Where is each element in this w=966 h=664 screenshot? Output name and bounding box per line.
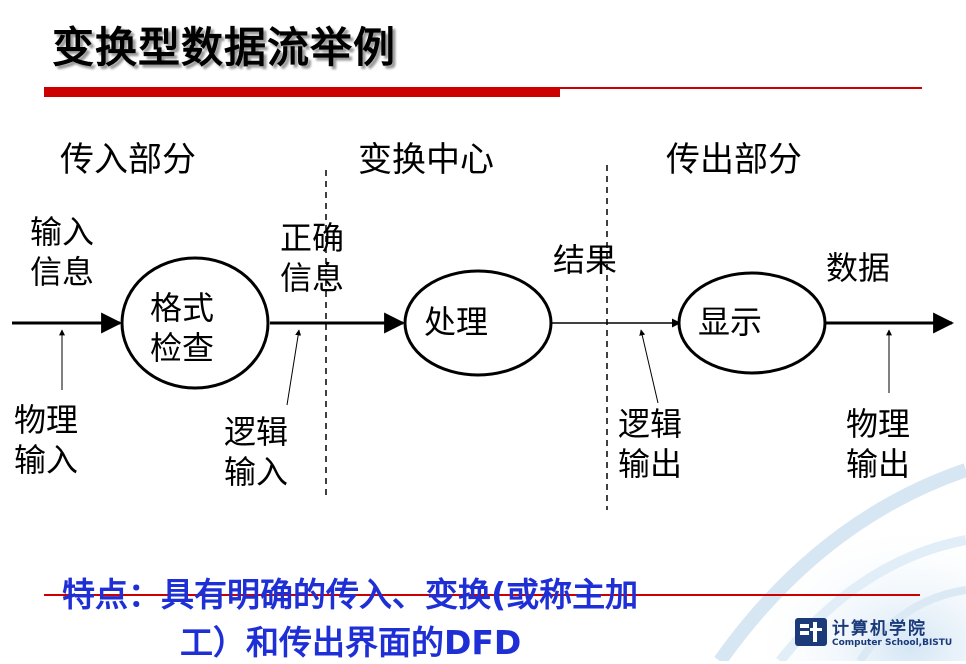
school-logo-icon <box>795 618 827 646</box>
section-transform-center: 变换中心 <box>358 140 494 180</box>
process-transform <box>403 269 553 377</box>
section-incoming: 传入部分 <box>60 140 196 180</box>
title-underline-thin <box>560 87 922 89</box>
label-data: 数据 <box>826 249 891 287</box>
process-format-check <box>120 256 270 390</box>
node-display-label: 显示 <box>698 303 763 341</box>
label-physical-output: 物理 输出 <box>846 405 911 483</box>
pointer-logical-output <box>639 329 659 404</box>
node-format-check-label: 格式 检查 <box>150 289 215 367</box>
note-line-2: 工）和传出界面的DFD <box>180 623 522 662</box>
note-line-1: 特点：具有明确的传入、变换(或称主加 <box>62 575 639 614</box>
node-process-label: 处理 <box>424 303 489 341</box>
title-underline-thick <box>44 87 560 97</box>
pointer-logical-input <box>286 329 302 406</box>
section-outgoing: 传出部分 <box>666 140 802 180</box>
process-display <box>677 271 827 375</box>
label-logical-output: 逻辑 输出 <box>618 405 683 483</box>
note-strike-line <box>44 594 920 596</box>
label-physical-input: 物理 输入 <box>14 401 79 479</box>
school-logo-subtitle: Computer School,BISTU <box>832 638 953 648</box>
page-title: 变换型数据流举例 <box>52 23 397 72</box>
school-logo-name: 计算机学院 <box>832 619 927 639</box>
label-correct-info: 正确 信息 <box>280 219 345 297</box>
label-logical-input: 逻辑 输入 <box>224 413 289 491</box>
label-result: 结果 <box>553 241 618 279</box>
label-input-info: 输入 信息 <box>30 213 95 291</box>
